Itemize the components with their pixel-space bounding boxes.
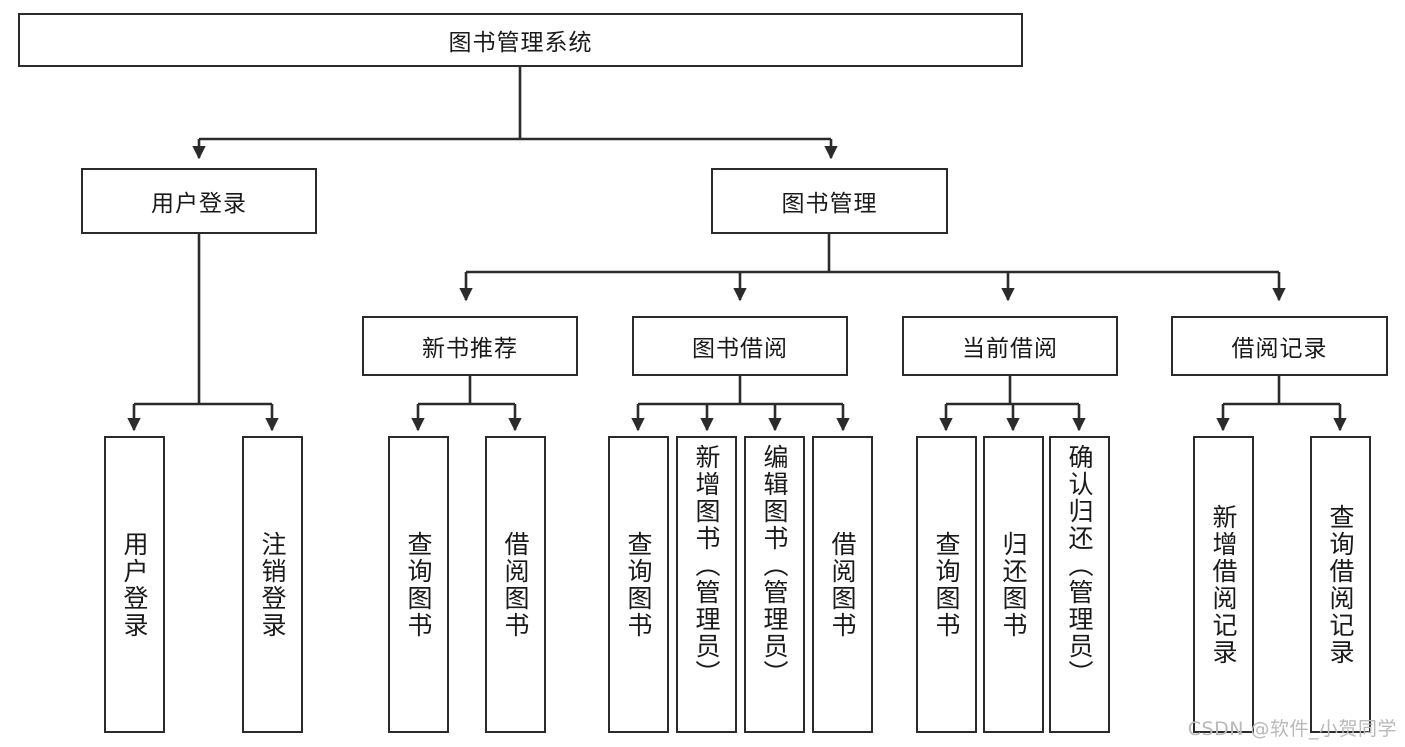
node-leaf-return-book-label: 归还图书 — [999, 530, 1028, 639]
node-borrow-record-label: 借阅记录 — [1231, 336, 1328, 362]
node-new-book-recommend[interactable]: 新书推荐 — [362, 316, 578, 376]
node-leaf-query-book-3[interactable]: 查询图书 — [916, 436, 977, 733]
node-book-manage[interactable]: 图书管理 — [711, 168, 948, 234]
node-leaf-add-book-label: 新增图书（管理员） — [692, 444, 721, 687]
node-leaf-borrow-book-1-label: 借阅图书 — [501, 530, 530, 639]
node-leaf-query-book-2-label: 查询图书 — [624, 530, 653, 639]
node-leaf-borrow-book-1[interactable]: 借阅图书 — [485, 436, 546, 733]
node-leaf-confirm-return-label: 确认归还（管理员） — [1065, 444, 1094, 687]
node-leaf-edit-book[interactable]: 编辑图书（管理员） — [744, 436, 805, 733]
node-leaf-user-logout-label: 注销登录 — [258, 530, 287, 639]
node-leaf-confirm-return[interactable]: 确认归还（管理员） — [1049, 436, 1110, 733]
node-current-borrow-label: 当前借阅 — [962, 336, 1058, 362]
node-root-label: 图书管理系统 — [448, 30, 593, 56]
node-leaf-add-record-label: 新增借阅记录 — [1209, 503, 1238, 666]
node-leaf-borrow-book-2[interactable]: 借阅图书 — [812, 436, 873, 733]
node-user-login[interactable]: 用户登录 — [81, 168, 317, 234]
node-leaf-query-record-label: 查询借阅记录 — [1326, 503, 1355, 666]
node-leaf-add-record[interactable]: 新增借阅记录 — [1193, 436, 1254, 733]
node-book-manage-label: 图书管理 — [781, 191, 878, 217]
node-leaf-query-book-1-label: 查询图书 — [404, 530, 433, 639]
node-leaf-query-book-2[interactable]: 查询图书 — [608, 436, 669, 733]
node-borrow-record[interactable]: 借阅记录 — [1171, 316, 1388, 376]
node-leaf-query-record[interactable]: 查询借阅记录 — [1310, 436, 1371, 733]
node-leaf-query-book-1[interactable]: 查询图书 — [388, 436, 449, 733]
node-leaf-edit-book-label: 编辑图书（管理员） — [760, 444, 789, 687]
node-leaf-borrow-book-2-label: 借阅图书 — [828, 530, 857, 639]
node-book-borrow[interactable]: 图书借阅 — [632, 316, 848, 376]
watermark: CSDN @软件_小贺同学 — [1187, 718, 1397, 740]
node-leaf-user-logout[interactable]: 注销登录 — [242, 436, 303, 733]
node-new-book-recommend-label: 新书推荐 — [422, 336, 518, 362]
node-root[interactable]: 图书管理系统 — [18, 13, 1023, 67]
node-leaf-return-book[interactable]: 归还图书 — [983, 436, 1044, 733]
node-book-borrow-label: 图书借阅 — [692, 336, 788, 362]
node-current-borrow[interactable]: 当前借阅 — [902, 316, 1118, 376]
node-user-login-label: 用户登录 — [151, 191, 247, 217]
node-leaf-add-book[interactable]: 新增图书（管理员） — [676, 436, 737, 733]
node-leaf-user-login-label: 用户登录 — [120, 530, 149, 639]
node-leaf-query-book-3-label: 查询图书 — [932, 530, 961, 639]
node-leaf-user-login[interactable]: 用户登录 — [104, 436, 165, 733]
